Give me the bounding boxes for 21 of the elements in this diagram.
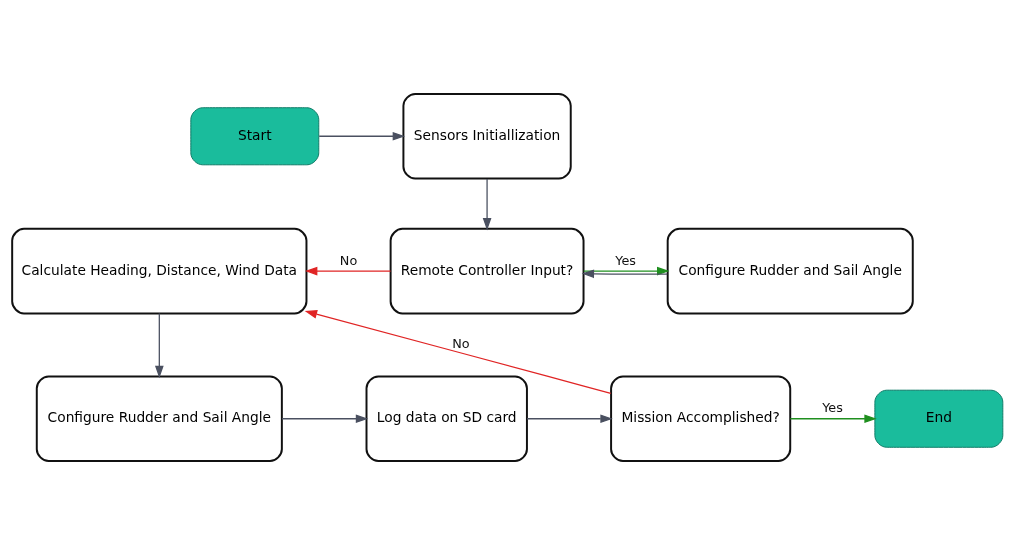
node-box: Calculate Heading, Distance, Wind Data xyxy=(11,227,308,315)
arrow xyxy=(304,310,612,394)
edge-label: Yes xyxy=(822,400,843,416)
edge-label: No xyxy=(339,252,358,268)
arrow xyxy=(281,414,369,424)
node-box: Configure Rudder and Sail Angle xyxy=(35,375,283,463)
arrow xyxy=(526,414,613,424)
arrow xyxy=(482,178,492,231)
node-box: Configure Rudder and Sail Angle xyxy=(666,227,914,315)
edge-label: No xyxy=(452,336,470,352)
node-box: Start xyxy=(190,107,320,166)
edge-label: Yes xyxy=(615,252,636,268)
node-box: Mission Accomplished? xyxy=(610,375,792,463)
node-box: Sensors Initiallization xyxy=(402,92,572,180)
node-box: Log data on SD card xyxy=(365,375,528,463)
node-box: End xyxy=(874,389,1004,448)
arrow xyxy=(154,312,164,379)
node-box: Remote Controller Input? xyxy=(389,227,585,315)
arrow xyxy=(304,266,392,276)
arrow xyxy=(789,414,877,424)
arrow xyxy=(318,131,406,141)
